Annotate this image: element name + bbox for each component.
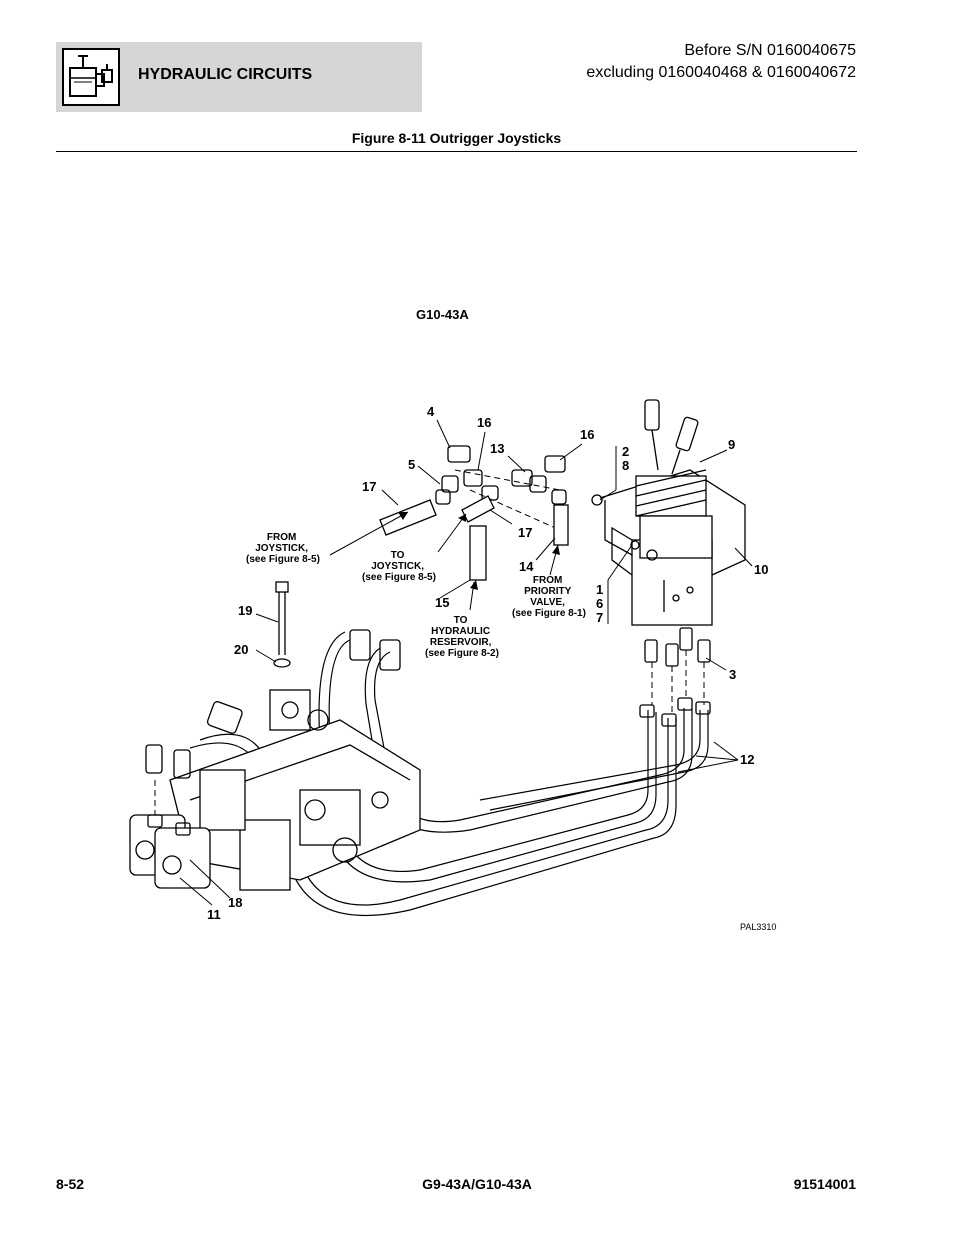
callout-18: 18 <box>228 895 242 910</box>
callout-12: 12 <box>740 752 754 767</box>
serial-number-line-2: excluding 0160040468 & 0160040672 <box>586 64 856 81</box>
callout-7: 7 <box>596 610 603 625</box>
callout-3: 3 <box>729 667 736 682</box>
footer-model: G9-43A/G10-43A <box>422 1176 532 1192</box>
callout-14: 14 <box>519 559 534 574</box>
callout-17b: 17 <box>518 525 532 540</box>
note-from-joystick: FROM JOYSTICK, (see Figure 8-5) <box>246 532 320 565</box>
callout-19: 19 <box>238 603 252 618</box>
document-number: 91514001 <box>793 1176 856 1192</box>
note-to-joystick: TO JOYSTICK, (see Figure 8-5) <box>362 550 436 583</box>
joystick-fittings <box>644 627 711 667</box>
callout-20: 20 <box>234 642 248 657</box>
callout-5: 5 <box>408 457 415 472</box>
note-to-hydraulic-reservoir: TO HYDRAULIC RESERVOIR, (see Figure 8-2) <box>425 615 499 659</box>
callout-2: 2 <box>622 444 629 459</box>
bolt-and-washer <box>273 581 291 668</box>
callout-6: 6 <box>596 596 603 611</box>
callout-4: 4 <box>427 404 435 419</box>
section-title: HYDRAULIC CIRCUITS <box>138 66 313 83</box>
callout-16b: 16 <box>580 427 594 442</box>
hydraulic-circuit-icon <box>62 48 120 106</box>
callout-17a: 17 <box>362 479 376 494</box>
joystick-assembly <box>591 399 746 626</box>
section-header: HYDRAULIC CIRCUITS <box>56 42 422 112</box>
image-code: PAL3310 <box>740 922 776 932</box>
model-label: G10-43A <box>416 307 469 322</box>
callout-10: 10 <box>754 562 768 577</box>
header-divider <box>56 151 857 152</box>
outrigger-control-valve <box>129 629 421 891</box>
callout-13: 13 <box>490 441 504 456</box>
callout-15: 15 <box>435 595 449 610</box>
callout-8: 8 <box>622 458 629 473</box>
callout-16a: 16 <box>477 415 491 430</box>
serial-number-line-1: Before S/N 0160040675 <box>684 42 856 59</box>
callout-1: 1 <box>596 582 603 597</box>
callout-9: 9 <box>728 437 735 452</box>
page-number: 8-52 <box>56 1176 85 1192</box>
figure-title: Figure 8-11 Outrigger Joysticks <box>351 130 562 146</box>
callout-11: 11 <box>207 907 221 922</box>
note-from-priority-valve: FROM PRIORITY VALVE, (see Figure 8-1) <box>512 575 586 619</box>
